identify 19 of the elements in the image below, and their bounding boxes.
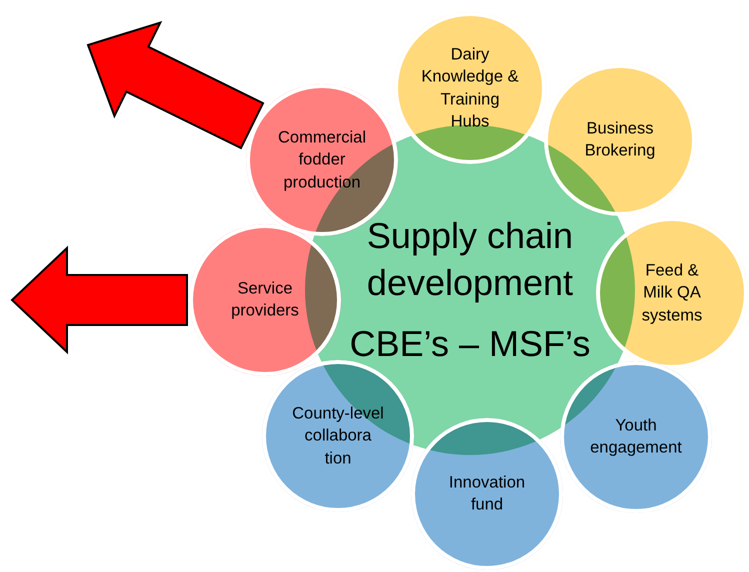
circle-label: Innovation fund [448,472,526,516]
block-arrow [10,246,188,354]
circle [560,361,712,513]
block-arrow [86,20,264,150]
circle [262,360,414,512]
circle [596,217,748,369]
hub-title: CBE’s – MSF’s [348,321,592,366]
hub-title: Supply chain development [366,214,574,305]
circle-label: Commercial fodder production [276,128,367,194]
circle [189,224,341,376]
circle-label: Dairy Knowledge & Training Hubs [420,44,520,132]
circle [394,12,546,164]
circle-label: County-level collabora tion [291,404,385,470]
circle-label: Youth engagement [589,416,683,459]
circle [544,64,696,216]
circle-label: Service providers [230,278,300,322]
circle-label: Business Brokering [584,118,656,162]
circle [411,418,563,570]
circle-label: Feed & Milk QA systems [640,260,704,326]
